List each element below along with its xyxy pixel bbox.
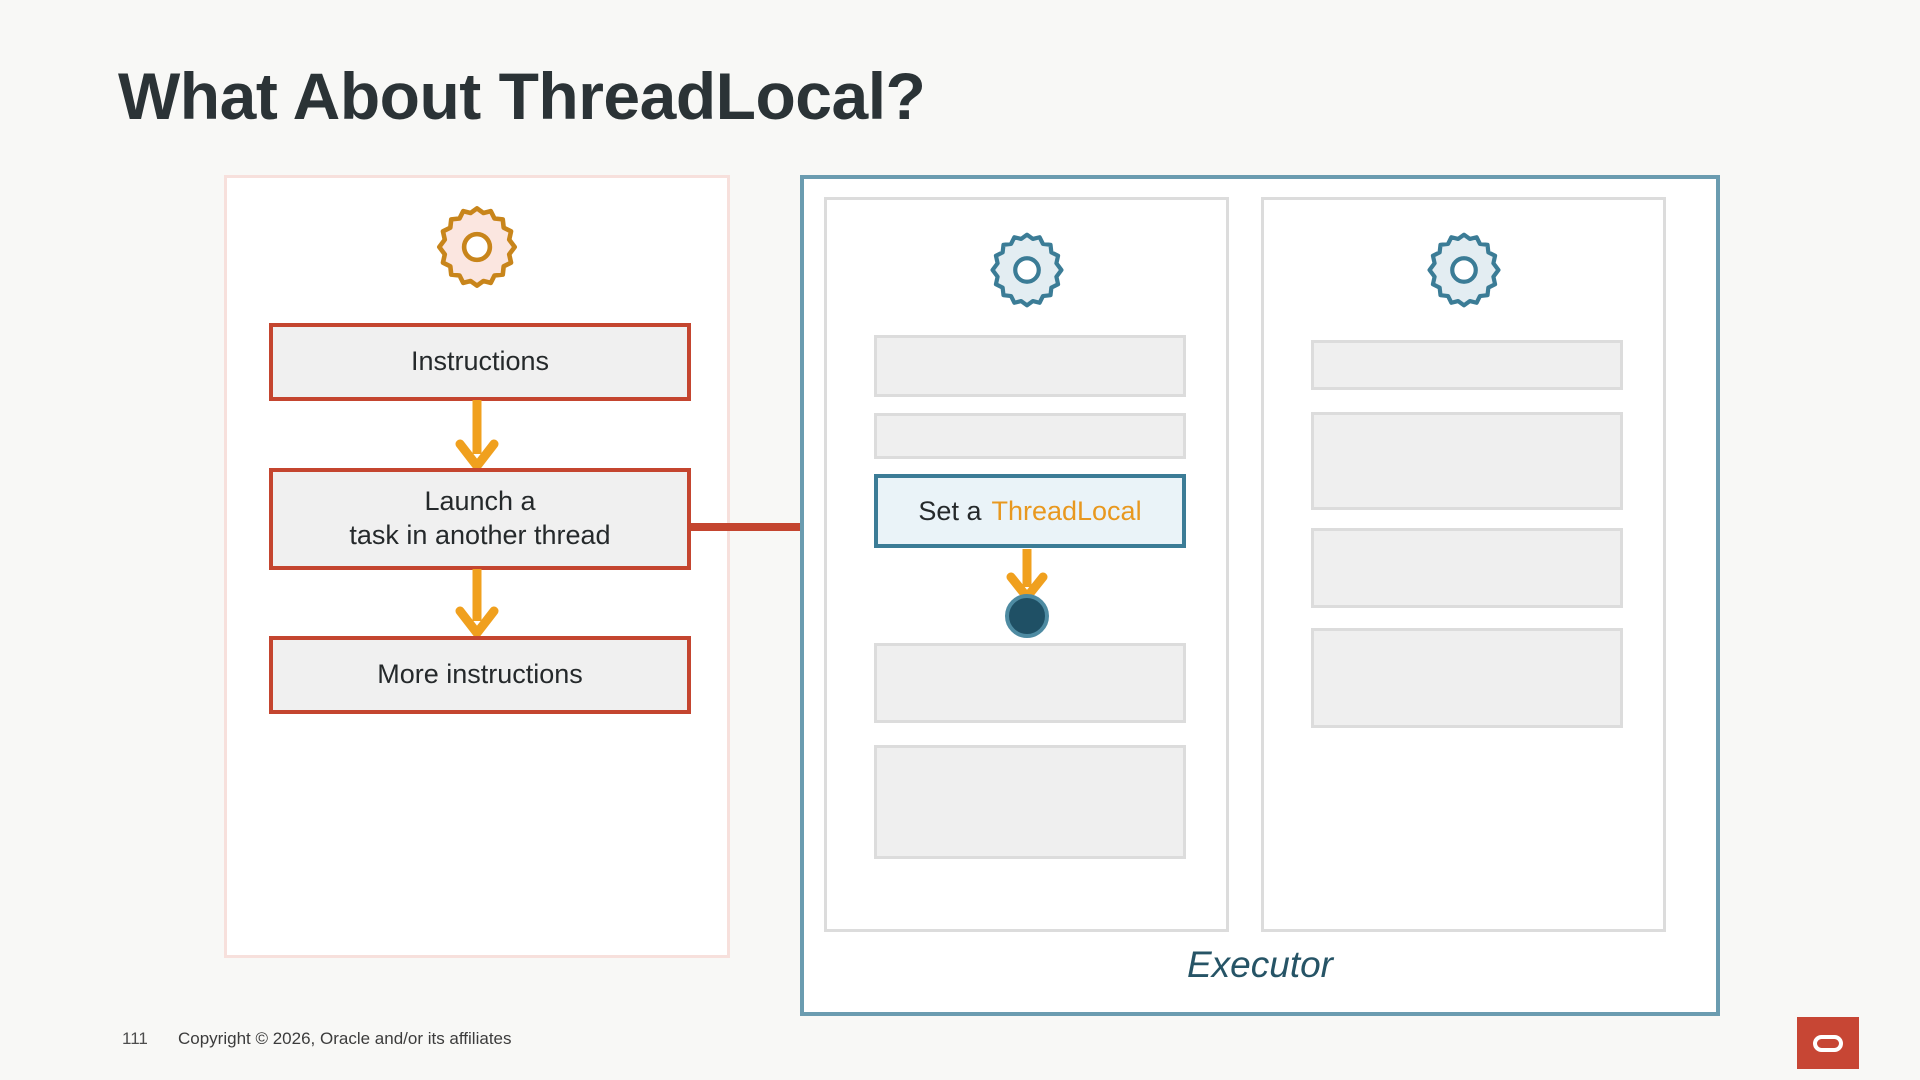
set-threadlocal-keyword: ThreadLocal [991, 495, 1142, 526]
flow-box-label: More instructions [377, 659, 583, 690]
page-title: What About ThreadLocal? [118, 59, 926, 133]
arrow-down-icon [455, 569, 499, 638]
oracle-logo-mark-icon [1813, 1034, 1843, 1052]
gear-icon [985, 228, 1069, 317]
instruction-stub [874, 335, 1186, 397]
flow-box-label: Launch a task in another thread [349, 485, 610, 553]
executor-label: Executor [1186, 944, 1333, 985]
thread-column-2 [1261, 197, 1666, 932]
flow-box-instructions: Instructions [269, 323, 691, 401]
flow-box-launch-task: Launch a task in another thread [269, 468, 691, 570]
gear-icon [1422, 228, 1506, 317]
flow-box-label-line2: task in another thread [349, 520, 611, 550]
page-number: 111 [122, 1029, 148, 1048]
instruction-stub [874, 745, 1186, 859]
set-threadlocal-prefix: Set a [918, 495, 982, 526]
copyright-text: Copyright © 2026, Oracle and/or its affi… [178, 1029, 512, 1048]
flow-box-label-line1: Launch a [424, 486, 536, 517]
flow-box-label: Instructions [410, 346, 550, 377]
instruction-stub [1311, 528, 1623, 608]
executor-panel: Set a ThreadLocal Executor [800, 175, 1720, 1016]
set-threadlocal-box: Set a ThreadLocal [874, 474, 1186, 548]
thread-column-1: Set a ThreadLocal [824, 197, 1229, 932]
instruction-stub [1311, 340, 1623, 390]
flow-box-more-instructions: More instructions [269, 636, 691, 714]
caller-thread-panel: Instructions Launch a task in another th… [224, 175, 730, 958]
thread-local-value-dot-icon [1004, 594, 1049, 638]
instruction-stub [1311, 412, 1623, 510]
gear-icon [431, 201, 523, 298]
instruction-stub [874, 413, 1186, 459]
oracle-logo [1797, 1017, 1859, 1069]
instruction-stub [874, 643, 1186, 723]
arrow-down-icon [455, 400, 499, 471]
instruction-stub [1311, 628, 1623, 728]
